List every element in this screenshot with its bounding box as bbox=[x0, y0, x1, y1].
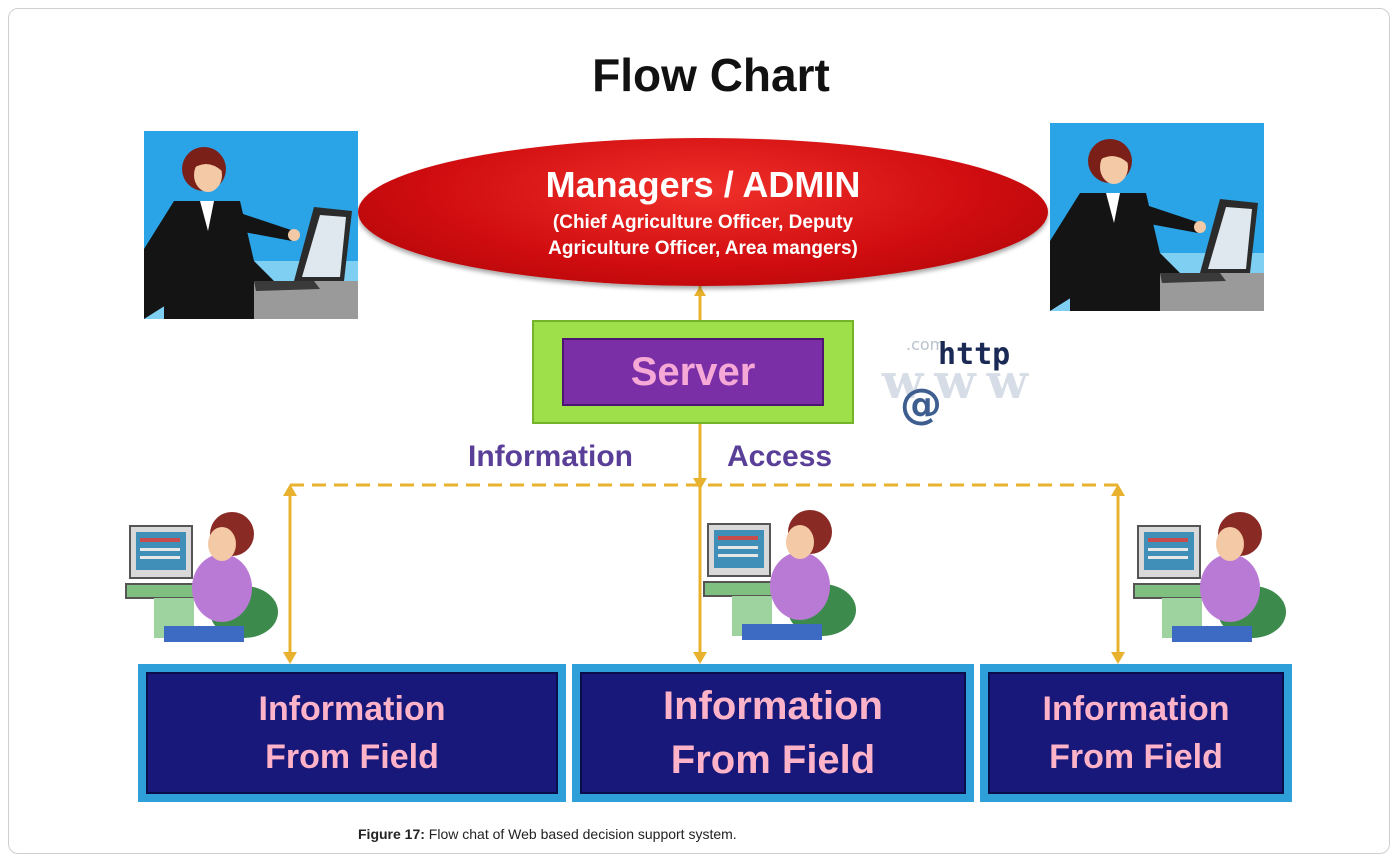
web-logo-com: .com bbox=[906, 335, 945, 354]
figure-caption-label: Figure 17: bbox=[358, 826, 425, 842]
admin-node-subtitle-line2: Agriculture Officer, Area mangers) bbox=[548, 238, 858, 259]
field-node-2-text: Information From Field bbox=[580, 672, 966, 794]
field-node-3-text: Information From Field bbox=[988, 672, 1284, 794]
right-branch-up-arrowhead bbox=[1111, 484, 1125, 496]
field-node-3: Information From Field bbox=[980, 664, 1292, 802]
field-worker-at-computer-icon bbox=[124, 508, 284, 646]
web-http-logo-icon: www .com http @ bbox=[880, 330, 1030, 428]
field-worker-at-computer-icon bbox=[702, 506, 862, 644]
admin-node-subtitle-line1: (Chief Agriculture Officer, Deputy bbox=[552, 212, 854, 233]
field-node-1: Information From Field bbox=[138, 664, 566, 802]
left-branch-up-arrowhead bbox=[283, 484, 297, 496]
admin-up-arrowhead bbox=[694, 286, 706, 296]
field-node-2: Information From Field bbox=[572, 664, 974, 802]
field-node-1-line2: From Field bbox=[265, 738, 439, 776]
figure-caption: Figure 17: Flow chat of Web based decisi… bbox=[358, 826, 737, 842]
connector-label-information: Information bbox=[468, 440, 633, 473]
manager-at-laptop-icon bbox=[1050, 123, 1264, 311]
admin-node-title: Managers / ADMIN bbox=[545, 164, 861, 205]
web-logo-www: www bbox=[881, 354, 1030, 410]
web-logo-http: http bbox=[938, 337, 1010, 372]
field-node-2-line2: From Field bbox=[670, 738, 876, 782]
admin-node: Managers / ADMIN (Chief Agriculture Offi… bbox=[358, 138, 1048, 286]
field-node-3-line1: Information bbox=[1042, 690, 1230, 728]
field-node-3-line2: From Field bbox=[1049, 738, 1223, 776]
right-branch-down-arrowhead bbox=[1111, 652, 1125, 664]
admin-node-subtitle: (Chief Agriculture Officer, Deputy Agric… bbox=[358, 210, 1048, 262]
server-node-label: Server bbox=[562, 338, 824, 406]
server-down-arrowhead bbox=[693, 652, 707, 664]
left-branch-down-arrowhead bbox=[283, 652, 297, 664]
diagram-title: Flow Chart bbox=[592, 49, 830, 101]
connector-label-access: Access bbox=[727, 440, 833, 473]
middle-junction-arrowhead bbox=[693, 478, 707, 490]
field-worker-at-computer-icon bbox=[1132, 508, 1292, 646]
field-node-2-line1: Information bbox=[663, 684, 883, 728]
field-node-1-line1: Information bbox=[258, 690, 446, 728]
web-logo-at: @ bbox=[900, 379, 942, 428]
field-node-1-text: Information From Field bbox=[146, 672, 558, 794]
server-node: Server bbox=[532, 320, 854, 424]
figure-caption-text: Flow chat of Web based decision support … bbox=[424, 826, 737, 842]
manager-at-laptop-icon bbox=[144, 131, 358, 319]
